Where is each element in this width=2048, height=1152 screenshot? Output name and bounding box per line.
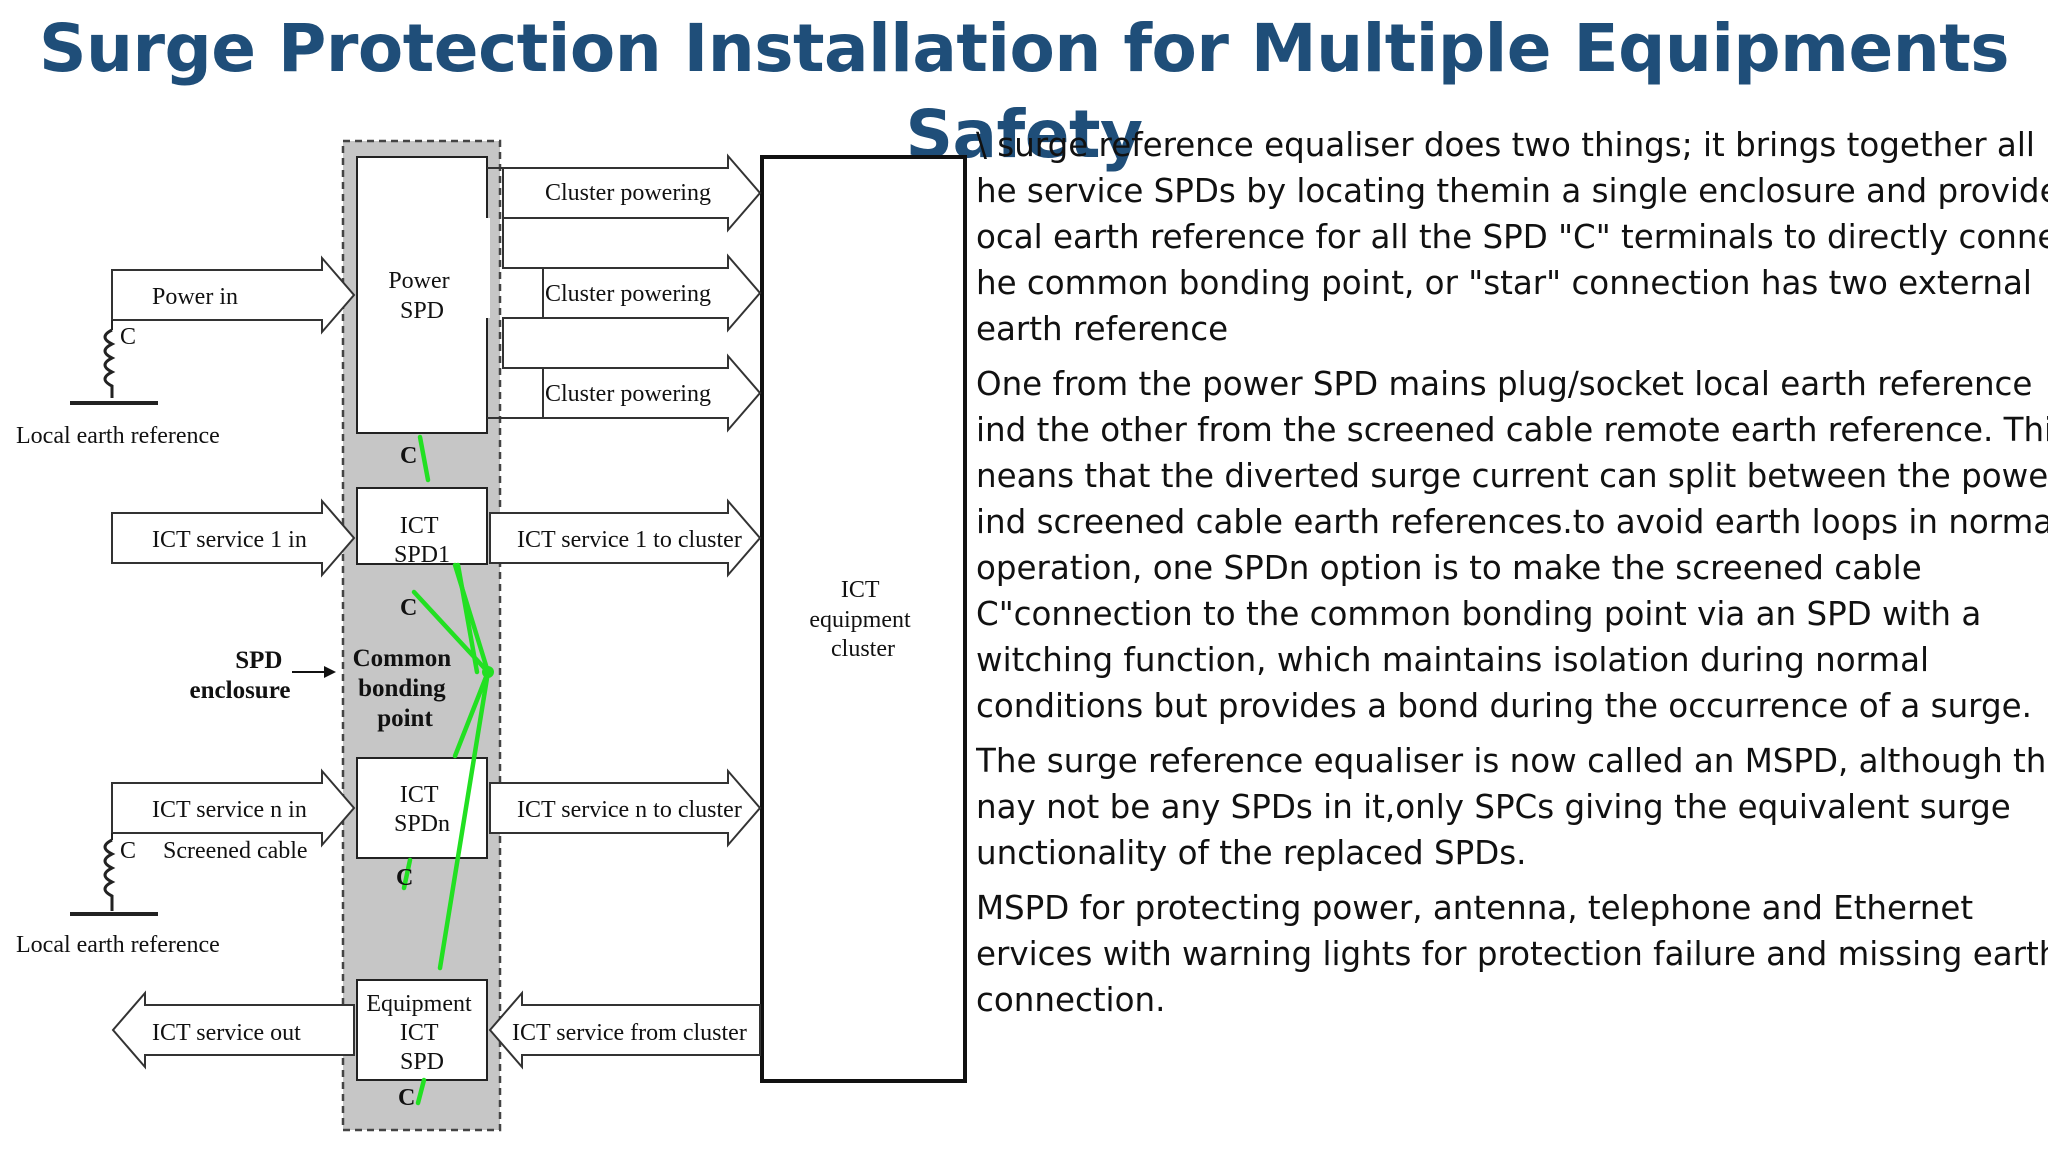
description-line: ocal earth reference for all the SPD "C"… xyxy=(976,218,2048,256)
common-bonding-point-label: Common bonding point xyxy=(353,645,458,732)
description-text: \ surge reference equaliser does two thi… xyxy=(976,122,2048,1122)
arrow-ict-service-from-cluster xyxy=(488,990,761,1070)
ict-spd1-label: ICT SPD1 xyxy=(394,513,450,568)
equipment-ict-spd-label: Equipment ICT SPD xyxy=(366,991,477,1075)
label-cluster-powering-2: Cluster powering xyxy=(545,281,711,307)
c-label-screened-cable: C xyxy=(120,838,136,864)
spd-enclosure-pointer-arrow xyxy=(292,666,336,678)
screened-cable-label: Screened cable xyxy=(163,838,308,864)
ict-spd1-box xyxy=(356,487,488,565)
label-ict-service-1-to-cluster: ICT service 1 to cluster xyxy=(517,527,742,553)
arrow-power-in xyxy=(111,255,356,335)
ict-spdn-label: ICT SPDn xyxy=(394,782,450,837)
common-bonding-point-node xyxy=(482,666,494,678)
arrow-cluster-powering-3 xyxy=(542,353,762,433)
description-line: he service SPDs by locating themin a sin… xyxy=(976,172,2048,210)
label-cluster-powering-3: Cluster powering xyxy=(545,381,711,407)
c-terminal-power-spd: C xyxy=(400,443,417,469)
arrow-cluster-powering-1 xyxy=(502,153,762,233)
label-ict-service-1-in: ICT service 1 in xyxy=(152,527,307,553)
local-earth-reference-bottom-label: Local earth reference xyxy=(16,932,220,958)
ict-equipment-cluster-box xyxy=(760,155,967,1083)
c-label-power-in: C xyxy=(120,324,136,350)
description-line: \ surge reference equaliser does two thi… xyxy=(976,126,2035,164)
arrow-ict-service-1-to-cluster xyxy=(489,498,762,578)
description-line: witching function, which maintains isola… xyxy=(976,641,1930,679)
description-line: connection. xyxy=(976,981,1166,1019)
bonding-wires xyxy=(401,434,491,1106)
surge-protection-diagram: ICT equipment cluster Power SPD ICT SPD1… xyxy=(16,139,967,1132)
local-earth-reference-top-label: Local earth reference xyxy=(16,423,220,449)
description-line: ervices with warning lights for protecti… xyxy=(976,935,2048,973)
description-line: operation, one SPDn option is to make th… xyxy=(976,549,1922,587)
arrow-ict-service-n-to-cluster xyxy=(489,768,762,848)
equipment-ict-spd-box xyxy=(356,979,488,1081)
power-spd-label: Power SPD xyxy=(388,268,455,324)
description-paragraph: MSPD for protecting power, antenna, tele… xyxy=(976,885,2048,1023)
slide-title: Surge Protection Installation for Multip… xyxy=(38,10,2010,173)
description-line: neans that the diverted surge current ca… xyxy=(976,457,2048,495)
description-line: earth reference xyxy=(976,310,1229,348)
description-line: ind the other from the screened cable re… xyxy=(976,411,2048,449)
c-terminal-spdn: C xyxy=(396,865,413,891)
description-line: ind screened cable earth references.to a… xyxy=(976,503,2048,541)
spd-enclosure-label: SPD enclosure xyxy=(190,647,291,704)
label-cluster-powering-1: Cluster powering xyxy=(545,180,711,206)
c-terminal-spd1: C xyxy=(400,595,417,621)
description-line: nay not be any SPDs in it,only SPCs givi… xyxy=(976,788,2011,826)
label-ict-service-from-cluster: ICT service from cluster xyxy=(512,1020,747,1046)
label-ict-service-n-to-cluster: ICT service n to cluster xyxy=(517,797,742,823)
description-line: unctionality of the replaced SPDs. xyxy=(976,834,1527,872)
description-line: C"connection to the common bonding point… xyxy=(976,595,1982,633)
description-line: he common bonding point, or "star" conne… xyxy=(976,264,2032,302)
arrow-ict-service-n-in xyxy=(111,768,356,848)
arrow-ict-service-out xyxy=(111,990,355,1070)
description-paragraph: \ surge reference equaliser does two thi… xyxy=(976,122,2048,352)
description-line: One from the power SPD mains plug/socket… xyxy=(976,365,2033,403)
description-paragraph: One from the power SPD mains plug/socket… xyxy=(976,361,2048,729)
ict-equipment-cluster-label: ICT equipment cluster xyxy=(809,577,916,662)
label-ict-service-n-in: ICT service n in xyxy=(152,797,307,823)
label-ict-service-out: ICT service out xyxy=(152,1020,301,1046)
description-line: The surge reference equaliser is now cal… xyxy=(976,742,2048,780)
power-spd-box xyxy=(356,156,488,434)
arrow-cluster-powering-2 xyxy=(542,253,762,333)
description-line: MSPD for protecting power, antenna, tele… xyxy=(976,889,1974,927)
description-paragraph: The surge reference equaliser is now cal… xyxy=(976,738,2048,876)
local-earth-reference-bottom: C Screened cable Local earth reference xyxy=(16,833,308,958)
c-terminal-equipment-spd: C xyxy=(398,1085,415,1111)
label-power-in: Power in xyxy=(152,284,238,310)
description-line: conditions but provides a bond during th… xyxy=(976,687,2032,725)
arrow-ict-service-1-in xyxy=(111,498,356,578)
local-earth-reference-top: C Local earth reference xyxy=(16,320,220,449)
